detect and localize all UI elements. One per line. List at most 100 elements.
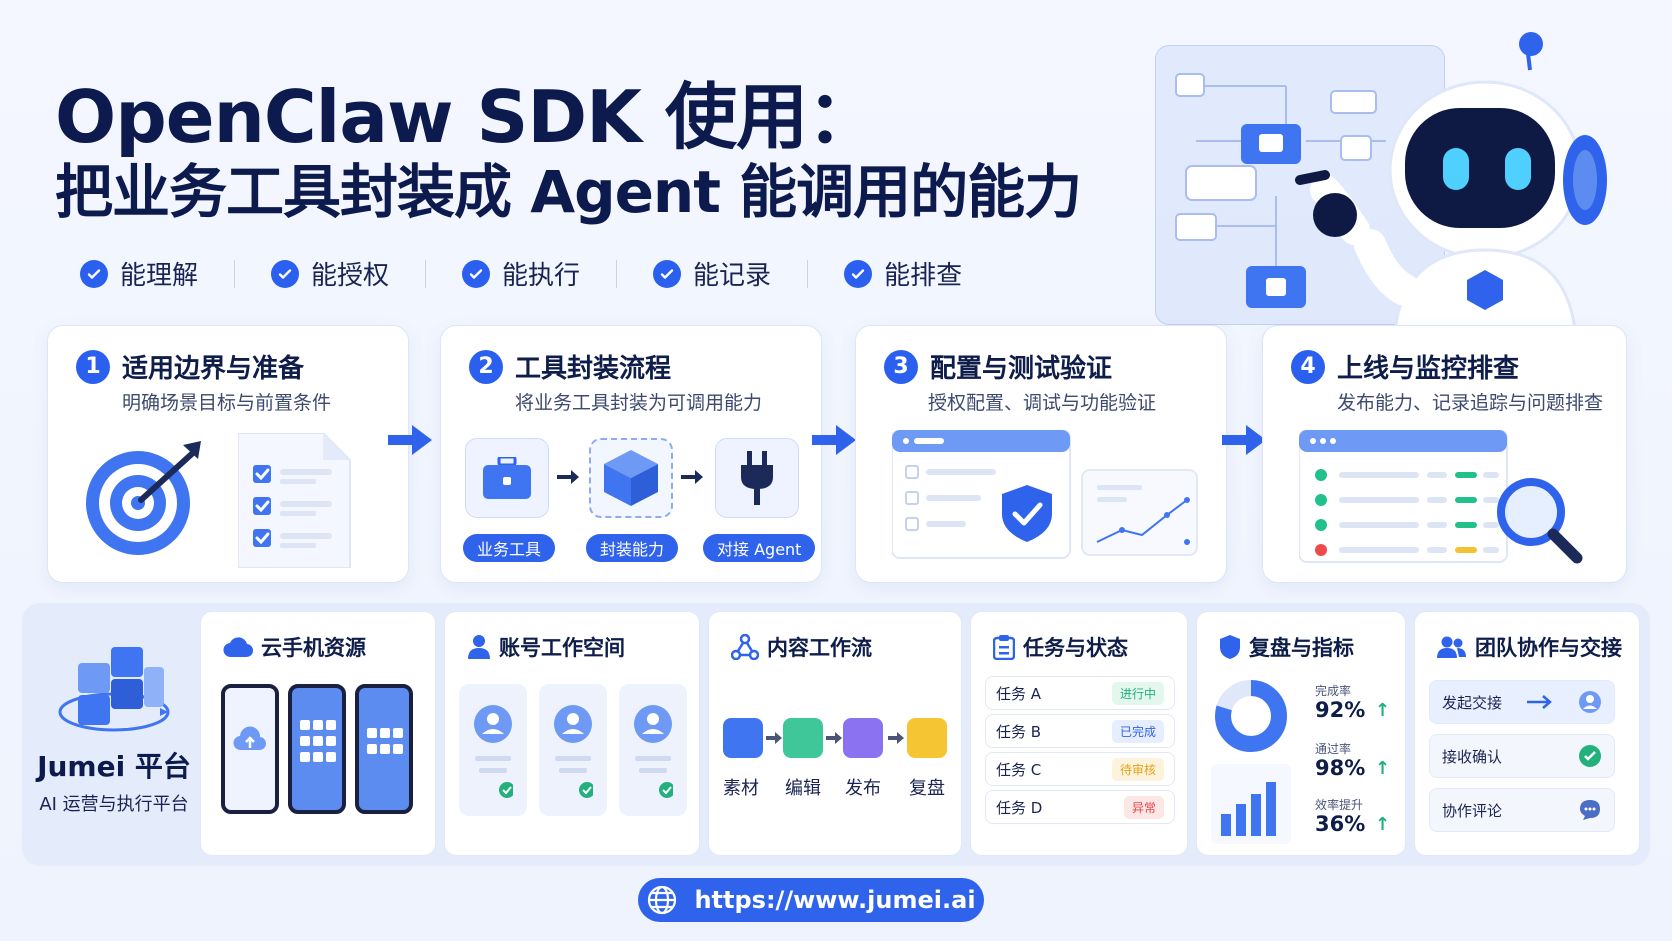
donut-chart-icon [1215,680,1287,752]
plug-icon [741,451,773,505]
team-row-label: 发起交接 [1442,693,1503,712]
task-row: 任务 D 异常 [985,790,1175,824]
card-title: 团队协作与交接 [1475,636,1622,660]
phone-mockup [221,684,279,814]
account-tile [539,684,607,816]
cube-icon [604,450,658,506]
app-grid-icon [367,728,403,754]
arrow-right-icon [812,425,856,455]
handoff-row[interactable]: 发起交接 [1429,680,1615,724]
step-card-3: 3 配置与测试验证 授权配置、调试与功能验证 [855,325,1227,583]
metric-label: 效率提升 [1315,798,1364,812]
shield-icon [1220,635,1240,659]
check-circle-icon [80,259,108,288]
check-label: 能执行 [502,261,581,291]
website-link[interactable]: https://www.jumei.ai [638,878,984,922]
website-url: https://www.jumei.ai [694,886,976,914]
step-number: 1 [76,349,110,384]
page-title-line2: 把业务工具封装成 Agent 能调用的能力 [55,158,1082,226]
metric-label: 通过率 [1315,742,1352,756]
arrow-right-icon [557,470,579,484]
arrow-right-icon [888,732,904,744]
account-workspace-card: 账号工作空间 [444,611,700,856]
metric-value: 98% [1315,756,1366,780]
divider [425,259,427,288]
arrow-right-icon [681,470,703,484]
card-title: 云手机资源 [261,636,366,660]
arrow-up-icon: ↑ [1375,814,1391,835]
pill-wrap-capability: 封装能力 [586,534,679,562]
arrow-up-icon: ↑ [1375,700,1391,721]
user-avatar-icon [634,705,673,798]
check-label: 能授权 [311,261,390,291]
stack-blocks-icon [58,647,170,732]
step-card-2: 2 工具封装流程 将业务工具封装为可调用能力 业务工具 封装能力 对接 Agen… [440,325,822,583]
card-title: 账号工作空间 [499,636,625,660]
toolbox-tile [465,438,549,518]
task-name: 任务 C [996,760,1042,779]
check-circle-icon [1579,745,1601,767]
platform-name: Jumei 平台 [37,750,191,783]
check-circle-icon [653,259,682,288]
arrow-right-icon [1527,695,1552,709]
chat-bubble-icon [1580,800,1600,820]
user-avatar-icon [554,705,593,798]
arrow-right-icon [388,425,432,455]
metric-label: 完成率 [1315,684,1352,698]
divider [234,259,236,288]
card-title: 内容工作流 [767,636,872,660]
divider [616,259,618,288]
task-name: 任务 D [996,798,1043,817]
pill-business-tool: 业务工具 [463,534,556,562]
team-collab-card: 团队协作与交接 发起交接 接收确认 协作评论 [1414,611,1640,856]
arrow-right-icon [1222,425,1266,455]
step-card-4: 4 上线与监控排查 发布能力、记录追踪与问题排查 [1262,325,1627,583]
metric-value: 92% [1315,698,1366,722]
review-metrics-card: 复盘与指标 完成率 92% ↑ 通过率 98% ↑ 效率提升 36% ↑ [1196,611,1406,856]
check-item: 能理解 [80,255,198,292]
user-icon [468,635,490,659]
check-label: 能排查 [884,261,963,291]
globe-icon [648,885,677,915]
briefcase-icon [483,457,531,499]
check-circle-icon [462,259,491,288]
workflow-nodes-icon [731,634,759,660]
cube-tile [589,438,673,518]
status-badge: 异常 [1123,795,1164,819]
flow-stage-label: 素材 [723,778,759,799]
publish-icon [843,718,883,758]
cloud-icon [223,637,253,658]
check-label: 能理解 [120,261,199,291]
cloud-upload-icon [233,726,267,751]
confirm-row[interactable]: 接收确认 [1429,734,1615,778]
phone-mockup [355,684,413,814]
step-title: 工具封装流程 [515,354,672,384]
capability-checklist: 能理解 能授权 能执行 能记录 能排查 [80,255,962,292]
monitor-dashboard-illustration [1299,430,1583,564]
page-title-line1: OpenClaw SDK 使用： [55,75,879,159]
plug-tile [715,438,799,518]
check-label: 能记录 [693,261,772,291]
check-item: 能排查 [844,255,962,292]
comment-row[interactable]: 协作评论 [1429,788,1615,832]
platform-brand: Jumei 平台 AI 运营与执行平台 [34,615,194,855]
arrow-up-icon: ↑ [1375,758,1391,779]
task-name: 任务 B [996,722,1042,741]
check-circle-icon [844,259,873,288]
clipboard-icon [993,635,1015,660]
arrow-right-icon [826,732,842,744]
config-test-illustration [892,430,1198,559]
step-title: 上线与监控排查 [1337,354,1520,384]
step-number: 4 [1291,349,1325,384]
target-icon [86,441,201,555]
check-circle-icon [271,259,300,288]
phone-mockup [288,684,346,814]
user-avatar-icon [1578,691,1601,713]
step-card-1: 1 适用边界与准备 明确场景目标与前置条件 [47,325,409,583]
step-subtitle: 明确场景目标与前置条件 [122,392,332,414]
check-item: 能授权 [271,255,389,292]
